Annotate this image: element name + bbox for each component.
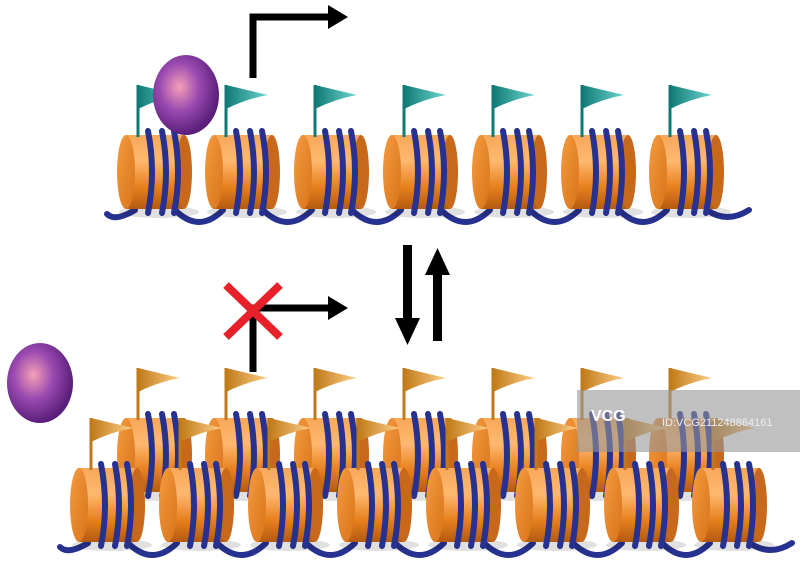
- transcription-factor-bound: [153, 55, 219, 135]
- repressive-mark-flag: [445, 418, 489, 470]
- dna-wrap: [514, 128, 524, 216]
- repressive-mark-flag: [136, 368, 180, 420]
- linker-dna: [104, 207, 752, 225]
- active-mark-flag: [402, 85, 446, 137]
- nucleosome: [159, 418, 241, 551]
- dna-wrap: [703, 128, 713, 216]
- nucleosome: [426, 418, 508, 551]
- dna-wrap: [658, 461, 668, 549]
- dna-wrap: [112, 461, 122, 549]
- active-mark-flag: [224, 85, 268, 137]
- dna-wrap: [233, 411, 243, 499]
- nucleosome: [515, 418, 597, 551]
- repressive-mark-flag: [356, 418, 400, 470]
- dna-wrap: [425, 128, 435, 216]
- dna-wrap: [691, 128, 701, 216]
- dna-wrap: [569, 461, 579, 549]
- dna-wrap: [365, 461, 375, 549]
- promoter-active-arrow: [249, 5, 348, 78]
- dna-wrap: [290, 461, 300, 549]
- nucleosome: [649, 85, 731, 218]
- nucleosome: [294, 85, 376, 218]
- dna-wrap: [526, 128, 536, 216]
- dna-wrap: [247, 128, 257, 216]
- nucleosome: [205, 85, 287, 218]
- watermark-id: ID:VCG211248864161: [662, 417, 773, 429]
- dna-wrap: [411, 128, 421, 216]
- repressive-mark-flag: [224, 368, 268, 420]
- dna-wrap: [322, 128, 332, 216]
- dna-wrap: [411, 411, 421, 499]
- nucleosome: [692, 418, 774, 551]
- nucleosome: [117, 368, 199, 501]
- dna-wrap: [720, 461, 730, 549]
- dna-wrap: [322, 411, 332, 499]
- dna-wrap: [187, 461, 197, 549]
- dna-wrap: [124, 461, 134, 549]
- dna-wrap: [276, 461, 286, 549]
- dna-wrap: [500, 128, 510, 216]
- dna-wrap: [454, 461, 464, 549]
- repressive-mark-flag: [178, 418, 222, 470]
- active-mark-flag: [491, 85, 535, 137]
- nucleosome: [70, 418, 152, 551]
- dna-wrap: [543, 461, 553, 549]
- dna-wrap: [632, 461, 642, 549]
- active-mark-flag: [668, 85, 712, 137]
- dna-wrap: [213, 461, 223, 549]
- dna-wrap: [746, 461, 756, 549]
- transcription-factor-free: [7, 343, 73, 423]
- dna-wrap: [734, 461, 744, 549]
- dna-wrap: [468, 461, 478, 549]
- repressive-mark-flag: [267, 418, 311, 470]
- dna-wrap: [379, 461, 389, 549]
- dna-wrap: [159, 128, 169, 216]
- equilibrium-arrows-icon: [395, 245, 450, 345]
- dna-wrap: [98, 461, 108, 549]
- watermark-logo: VCG: [591, 408, 626, 425]
- dna-wrap: [615, 128, 625, 216]
- repressive-mark-flag: [534, 418, 578, 470]
- linker-dna: [57, 540, 795, 558]
- nucleosome: [472, 85, 554, 218]
- dna-wrap: [171, 128, 181, 216]
- nucleosome: [561, 85, 643, 218]
- nucleosome: [248, 418, 330, 551]
- watermark: VCG ID:VCG211248864161: [577, 390, 800, 452]
- dna-wrap: [557, 461, 567, 549]
- dna-wrap: [646, 461, 656, 549]
- nucleosome: [117, 85, 199, 218]
- dna-wrap: [201, 461, 211, 549]
- dna-wrap: [145, 411, 155, 499]
- dna-wrap: [589, 128, 599, 216]
- dna-wrap: [500, 411, 510, 499]
- nucleosome: [383, 85, 465, 218]
- active-mark-flag: [313, 85, 357, 137]
- repressive-mark-flag: [89, 418, 133, 470]
- dna-wrap: [233, 128, 243, 216]
- repressive-mark-flag: [491, 368, 535, 420]
- dna-wrap: [302, 461, 312, 549]
- dna-wrap: [336, 128, 346, 216]
- dna-wrap: [603, 128, 613, 216]
- dna-wrap: [437, 128, 447, 216]
- promoter-blocked-arrow: [249, 296, 348, 372]
- dna-wrap: [145, 128, 155, 216]
- active-mark-flag: [580, 85, 624, 137]
- block-x-icon: [223, 282, 283, 340]
- repressive-mark-flag: [313, 368, 357, 420]
- dna-wrap: [348, 128, 358, 216]
- dna-wrap: [391, 461, 401, 549]
- repressive-mark-flag: [402, 368, 446, 420]
- active-chromatin-row: [104, 85, 752, 225]
- dna-wrap: [259, 128, 269, 216]
- dna-wrap: [677, 128, 687, 216]
- dna-wrap: [480, 461, 490, 549]
- nucleosome: [337, 418, 419, 551]
